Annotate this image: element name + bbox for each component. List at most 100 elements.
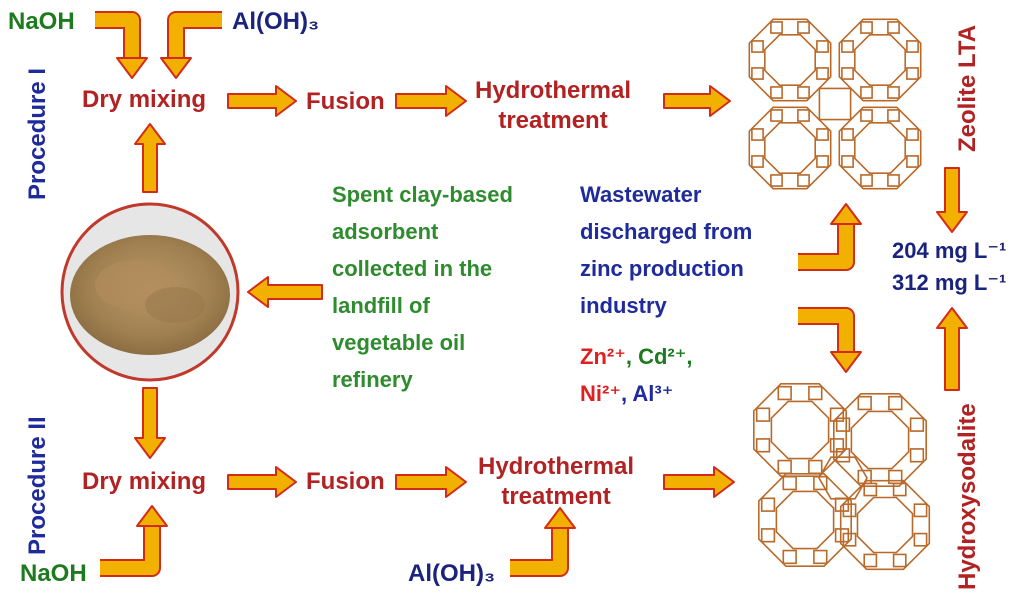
framework-cage: [838, 18, 922, 102]
framework-ring: [760, 528, 776, 543]
framework-ring: [860, 109, 873, 122]
framework-ring: [860, 86, 873, 99]
framework-ring: [892, 482, 907, 497]
framework-ring: [770, 174, 783, 187]
framework-ring: [860, 174, 873, 187]
capacity-sod: 312 mg L⁻¹: [892, 270, 1007, 295]
framework-ring: [770, 86, 783, 99]
fusion-label-1: Fusion: [306, 88, 385, 115]
arrow-aloh3-to-mixing-1: [160, 11, 222, 79]
arrow-hydrothermal-to-sod: [663, 466, 735, 498]
framework-ring: [755, 438, 771, 453]
framework-ring: [816, 40, 829, 53]
zeolite-lta-framework-icon: [748, 18, 922, 190]
flow-arrows: [95, 11, 968, 577]
framework-ring: [797, 21, 810, 34]
framework-ring: [887, 86, 900, 99]
hydrothermal-label-1: Hydrothermal treatment: [475, 77, 632, 134]
framework-ring: [863, 553, 878, 568]
framework-cage-inner: [856, 496, 914, 554]
framework-cage-inner: [763, 122, 817, 174]
arrow-powder-to-mixing-2: [134, 387, 166, 459]
ion-ni: Ni²⁺: [580, 381, 621, 406]
framework-ring: [906, 155, 919, 168]
framework-ring: [835, 417, 851, 432]
framework-ring: [913, 503, 928, 518]
framework-ring: [829, 407, 845, 422]
hydrothermal-label-2: Hydrothermal treatment: [478, 453, 635, 510]
ion-al: Al³⁺: [632, 381, 674, 406]
powder-sample-image: [60, 202, 240, 382]
framework-ring: [818, 456, 868, 500]
arrow-powder-to-mixing-1: [134, 123, 166, 193]
framework-ring: [813, 549, 828, 565]
arrow-source-to-powder: [247, 276, 323, 308]
framework-ring: [770, 21, 783, 34]
framework-ring: [777, 385, 792, 401]
framework-ring: [816, 128, 829, 141]
dry-mixing-label-1: Dry mixing: [82, 86, 207, 113]
hydroxysodalite-label: Hydroxysodalite: [954, 403, 981, 590]
arrow-fusion-to-hydrothermal-2: [395, 466, 467, 498]
framework-ring: [841, 67, 854, 80]
ion-zn: Zn²⁺: [580, 344, 626, 369]
arrow-naoh-to-mixing-2: [100, 505, 168, 577]
framework-ring: [857, 469, 872, 485]
framework-ring: [816, 67, 829, 80]
framework-ring: [888, 395, 903, 411]
framework-ring: [760, 497, 776, 512]
framework-ring: [797, 174, 810, 187]
framework-ring: [887, 21, 900, 34]
framework-ring: [913, 532, 928, 547]
framework-cage: [757, 472, 853, 568]
framework-ring: [906, 40, 919, 53]
ion-cd: Cd²⁺: [638, 344, 687, 369]
framework-cage: [832, 392, 928, 488]
arrow-naoh-to-mixing-1: [95, 11, 148, 79]
framework-ring: [770, 109, 783, 122]
naoh-label-2: NaOH: [20, 560, 87, 587]
framework-cage-inner: [770, 400, 830, 460]
framework-cage-inner: [763, 33, 817, 86]
arrow-hydrothermal-to-lta: [663, 85, 731, 117]
framework-ring: [909, 417, 925, 432]
framework-cage: [752, 382, 848, 478]
framework-ring: [751, 128, 764, 141]
framework-cage-inner: [775, 490, 835, 550]
arrow-sod-to-capacity: [936, 307, 968, 391]
framework-ring: [841, 155, 854, 168]
framework-cage-inner: [853, 122, 907, 174]
fusion-label-2: Fusion: [306, 468, 385, 495]
framework-ring: [842, 532, 857, 547]
arrow-lta-to-capacity: [936, 167, 968, 233]
arrow-fusion-to-hydrothermal-1: [395, 85, 467, 117]
framework-ring: [906, 128, 919, 141]
framework-cage: [748, 106, 832, 190]
framework-ring: [816, 155, 829, 168]
framework-ring: [808, 385, 823, 401]
procedure-1-label: Procedure I: [24, 67, 51, 200]
framework-ring: [860, 21, 873, 34]
framework-ring: [751, 67, 764, 80]
arrow-mixing-to-fusion-2: [227, 466, 297, 498]
framework-ring: [892, 553, 907, 568]
framework-ring: [797, 86, 810, 99]
capacity-lta: 204 mg L⁻¹: [892, 238, 1007, 263]
framework-ring: [835, 448, 851, 463]
framework-ring: [777, 459, 792, 475]
framework-ring: [782, 475, 797, 491]
dry-mixing-label-2: Dry mixing: [82, 468, 207, 495]
framework-ring: [841, 40, 854, 53]
arrow-wastewater-to-lta: [798, 203, 862, 271]
framework-ring: [755, 407, 771, 422]
naoh-label-1: NaOH: [8, 8, 75, 35]
framework-ring: [829, 438, 845, 453]
arrow-aloh3-to-hydrothermal-2: [510, 507, 576, 577]
framework-ring: [808, 459, 823, 475]
framework-ring: [782, 549, 797, 565]
framework-ring: [863, 482, 878, 497]
framework-cage: [839, 479, 931, 571]
framework-cage: [748, 18, 832, 102]
metal-ions-text: Zn²⁺, Cd²⁺, Ni²⁺, Al³⁺: [580, 344, 693, 406]
